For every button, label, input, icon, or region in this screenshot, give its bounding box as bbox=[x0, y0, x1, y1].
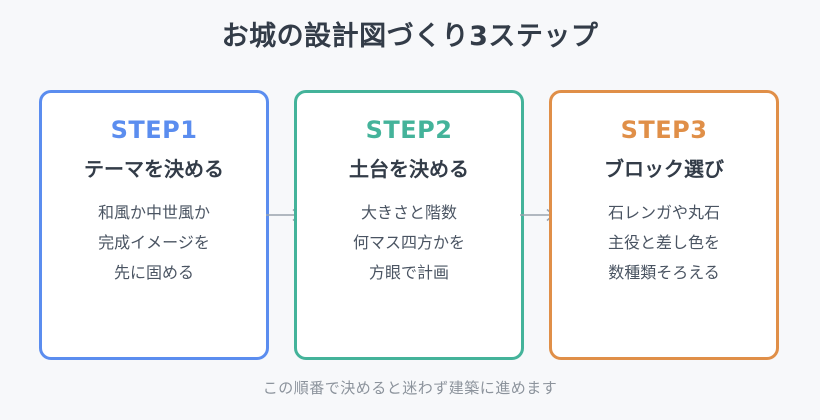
step-description: 和風か中世風か 完成イメージを 先に固める bbox=[42, 198, 266, 288]
footer-note: この順番で決めると迷わず建築に進めます bbox=[262, 379, 558, 397]
description-line: 数種類そろえる bbox=[608, 263, 720, 282]
description-line: 和風か中世風か bbox=[97, 203, 210, 222]
step-card-2: STEP2 土台を決める 大きさと階数 何マス四方かを 方眼で計画 bbox=[294, 90, 524, 360]
description-line: 完成イメージを bbox=[98, 233, 210, 252]
step-label: STEP1 bbox=[110, 116, 198, 144]
step-label: STEP2 bbox=[365, 116, 453, 144]
description-line: 何マス四方かを bbox=[352, 233, 465, 252]
step-card-3: STEP3 ブロック選び 石レンガや丸石 主役と差し色を 数種類そろえる bbox=[549, 90, 779, 360]
diagram-title: お城の設計図づくり3ステップ bbox=[221, 21, 599, 52]
description-line: 主役と差し色を bbox=[607, 233, 720, 252]
step-title: ブロック選び bbox=[604, 157, 724, 181]
description-line: 方眼で計画 bbox=[368, 263, 449, 282]
step-description: 石レンガや丸石 主役と差し色を 数種類そろえる bbox=[552, 198, 776, 288]
step-description: 大きさと階数 何マス四方かを 方眼で計画 bbox=[297, 198, 521, 288]
description-line: 大きさと階数 bbox=[360, 203, 457, 222]
description-line: 石レンガや丸石 bbox=[607, 203, 720, 222]
step-title: 土台を決める bbox=[349, 157, 469, 181]
step-card-1: STEP1 テーマを決める 和風か中世風か 完成イメージを 先に固める bbox=[39, 90, 269, 360]
step-title: テーマを決める bbox=[84, 157, 224, 181]
description-line: 先に固める bbox=[113, 263, 194, 282]
step-label: STEP3 bbox=[620, 116, 708, 144]
